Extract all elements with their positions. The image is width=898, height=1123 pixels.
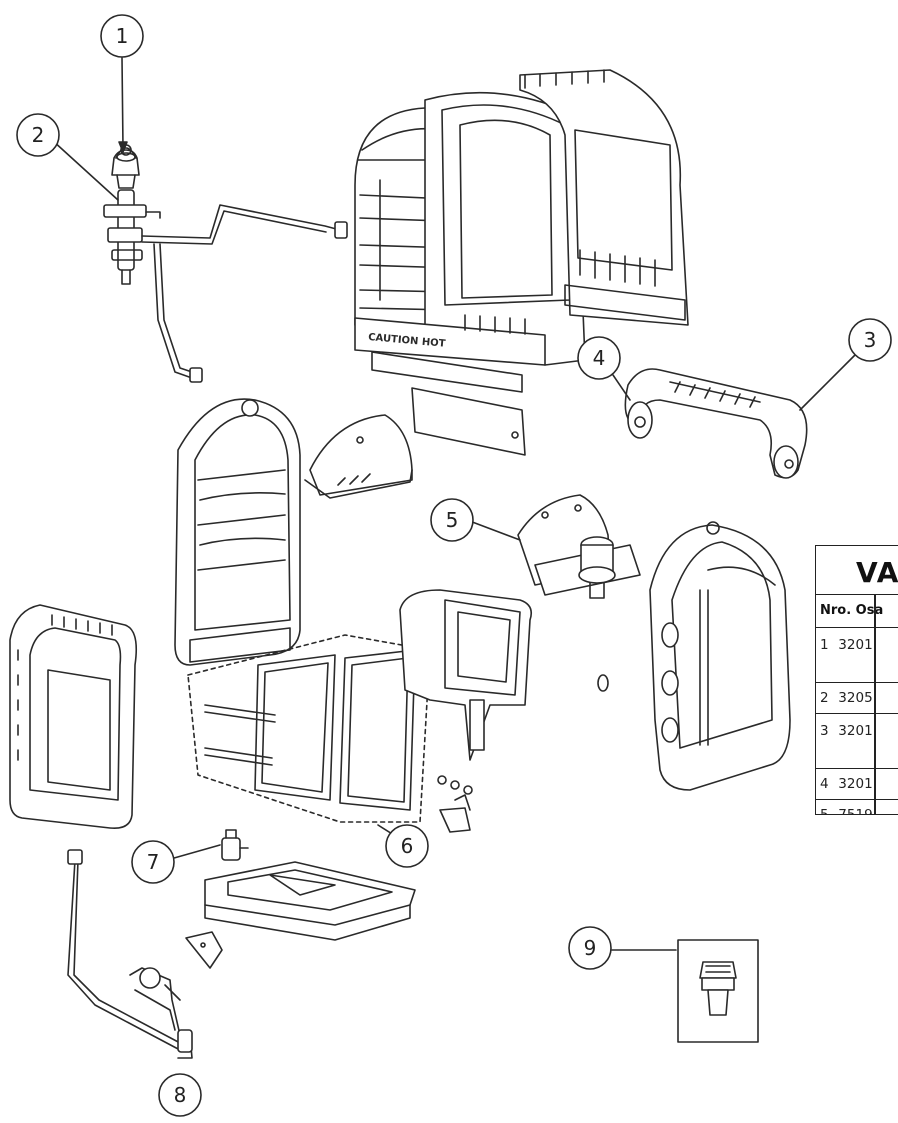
small-bracket <box>185 931 223 969</box>
svg-text:3: 3 <box>864 328 877 352</box>
table-row: 2 3205 <box>816 683 898 714</box>
front-frame: CAUTION HOT <box>354 91 586 366</box>
table-row: 1 3201 <box>816 628 898 683</box>
callout-3: 3 <box>848 318 892 362</box>
table-row: 3 3201 <box>816 714 898 769</box>
base-tray <box>204 861 416 941</box>
table-row: 4 3201 <box>816 769 898 800</box>
table-row: 5 7519 <box>816 800 898 814</box>
parts-table-column-header: Nro. Osa <box>816 595 898 628</box>
svg-text:1: 1 <box>116 24 129 48</box>
callouts: 1 2 3 4 5 6 7 8 <box>16 14 892 1117</box>
callout-6: 6 <box>385 824 429 868</box>
callout-1: 1 <box>100 14 144 58</box>
part-3-4-handle <box>624 368 808 479</box>
svg-text:7: 7 <box>147 850 160 874</box>
part-8-pilot-assembly <box>67 849 193 1059</box>
callout-9: 9 <box>568 926 612 970</box>
part-9-fitting <box>677 939 759 1043</box>
firebox-housing <box>399 589 533 833</box>
callout-2: 2 <box>16 113 60 157</box>
front-grille-frame <box>9 604 138 830</box>
outer-shell <box>597 521 791 791</box>
svg-text:4: 4 <box>593 346 606 370</box>
part-5-regulator <box>517 494 641 599</box>
part-7-igniter <box>221 829 249 861</box>
callout-7: 7 <box>131 840 175 884</box>
svg-text:6: 6 <box>401 834 414 858</box>
part-6-burner-tile <box>187 634 431 823</box>
svg-text:5: 5 <box>446 508 459 532</box>
table-column-divider <box>874 594 876 814</box>
deflector-plate <box>371 351 526 456</box>
callout-5: 5 <box>430 498 474 542</box>
svg-text:8: 8 <box>174 1083 187 1107</box>
svg-text:9: 9 <box>584 936 597 960</box>
heat-shield-bracket <box>304 414 413 499</box>
callout-8: 8 <box>158 1073 202 1117</box>
callout-4: 4 <box>577 336 621 380</box>
parts-table-title: VA <box>816 546 898 595</box>
parts-table: VA Nro. Osa 1 3201 2 3205 3 3201 4 3201 … <box>815 545 898 815</box>
part-1-cap <box>111 144 140 189</box>
part-2-valve <box>103 189 348 383</box>
rear-frame <box>519 69 689 326</box>
burner-housing <box>174 398 301 666</box>
svg-text:2: 2 <box>32 123 45 147</box>
